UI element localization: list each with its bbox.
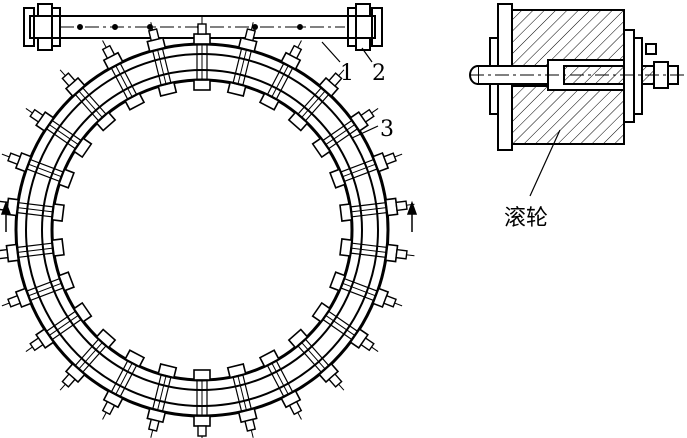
leader-line-roller [529, 129, 561, 197]
arrow-up-right [406, 200, 418, 232]
roller-unit [339, 238, 415, 263]
roller-unit [258, 40, 303, 111]
roller-unit [311, 301, 379, 352]
roller-unit [25, 301, 93, 352]
roller-unit [101, 349, 146, 420]
roller-unit [329, 151, 403, 189]
roller-unit [101, 40, 146, 111]
roller-unit [311, 108, 379, 159]
roller-unit [146, 22, 178, 97]
roller-unit [1, 271, 75, 309]
label-part-1: 1 [340, 61, 354, 86]
roller-unit [193, 369, 211, 438]
rail-end-fitting-right [347, 3, 383, 51]
label-part-2: 2 [372, 61, 386, 86]
roller-unit [287, 328, 345, 391]
roller-unit [146, 363, 178, 438]
roller-unit [339, 197, 415, 222]
roller-unit [329, 271, 403, 309]
leader-line-1 [321, 41, 341, 63]
roller-unit [226, 22, 258, 97]
label-roller: 滚轮 [504, 206, 548, 231]
roller-unit [0, 238, 65, 263]
arrow-up-left [0, 200, 12, 232]
roller-unit [25, 108, 93, 159]
ring-track [14, 42, 390, 418]
roller-unit [1, 151, 75, 189]
roller-unit [287, 69, 345, 132]
label-part-3: 3 [380, 117, 394, 142]
leader-line-3 [351, 125, 379, 139]
roller-section-view [469, 3, 686, 151]
roller-unit [258, 349, 303, 420]
roller-unit [59, 69, 117, 132]
roller-unit [226, 363, 258, 438]
leader-line-2 [361, 47, 373, 63]
roller-unit [59, 328, 117, 391]
rail-end-fitting-left [23, 3, 61, 51]
roller-group [0, 16, 415, 438]
roller-unit [193, 16, 211, 91]
